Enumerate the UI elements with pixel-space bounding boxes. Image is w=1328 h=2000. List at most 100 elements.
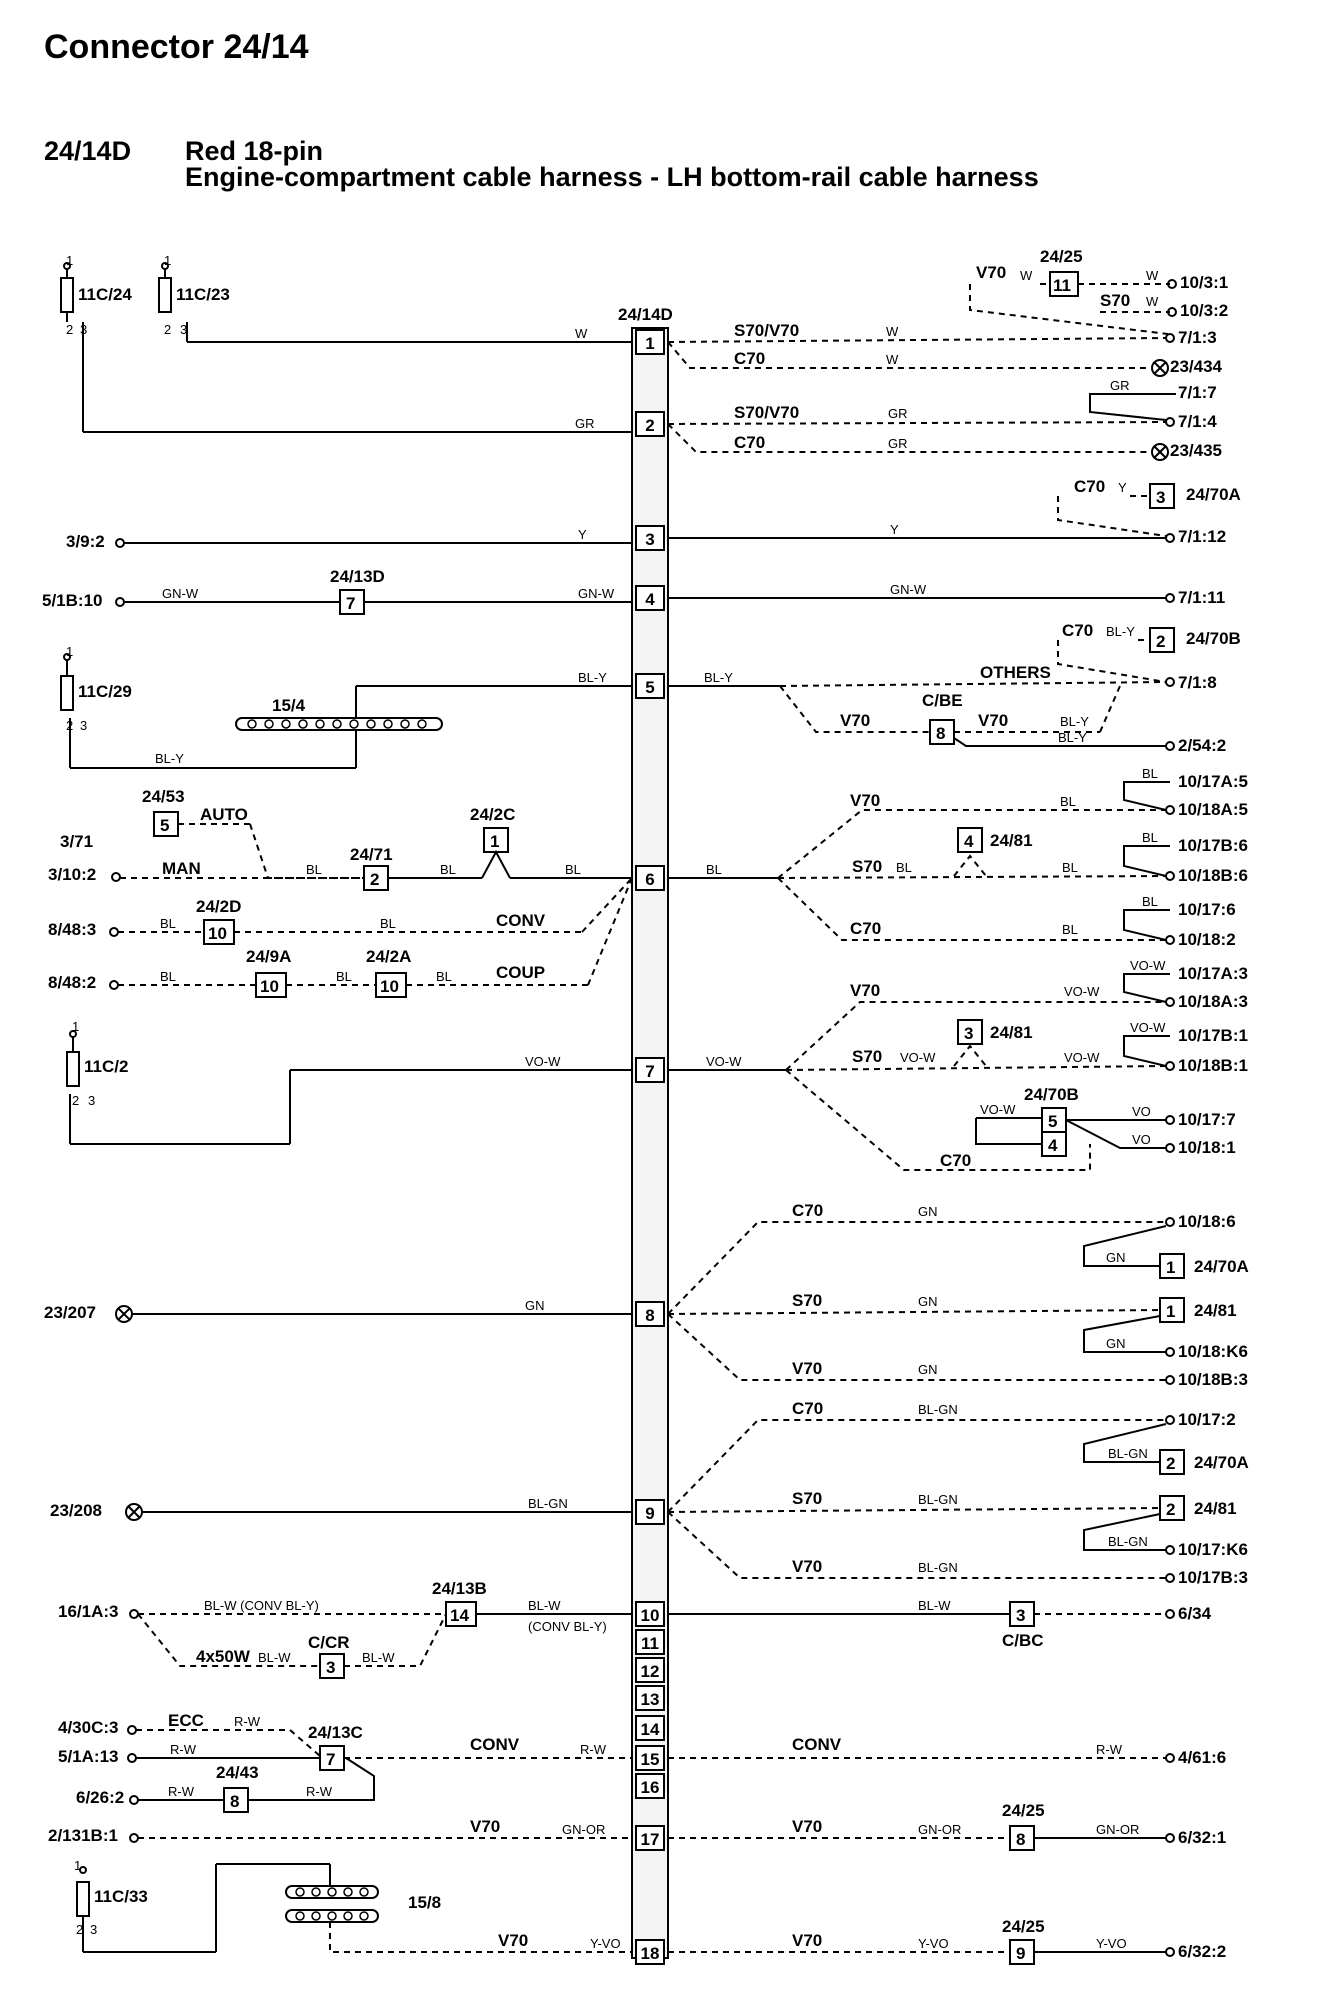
svg-text:R-W: R-W: [1096, 1742, 1123, 1757]
connector-pin-number: 9: [645, 1504, 654, 1523]
svg-text:V70: V70: [792, 1557, 822, 1576]
splice-node: [327, 1911, 337, 1921]
svg-text:24/2A: 24/2A: [366, 947, 411, 966]
svg-text:1: 1: [1166, 1302, 1175, 1321]
svg-text:2/54:2: 2/54:2: [1178, 736, 1226, 755]
svg-text:V70: V70: [850, 981, 880, 1000]
svg-text:24/70A: 24/70A: [1194, 1257, 1249, 1276]
splice-node: [359, 1887, 369, 1897]
svg-text:6/32:1: 6/32:1: [1178, 1828, 1226, 1847]
svg-text:BL-Y: BL-Y: [1060, 714, 1089, 729]
svg-text:1: 1: [164, 253, 171, 268]
svg-text:BL: BL: [1142, 830, 1158, 845]
svg-text:GR: GR: [575, 416, 595, 431]
svg-text:AUTO: AUTO: [200, 805, 248, 824]
connector-pin-number: 14: [641, 1720, 660, 1739]
svg-text:23/435: 23/435: [1170, 441, 1222, 460]
connector-pin-box: [635, 525, 665, 551]
splice-node: [332, 719, 342, 729]
svg-text:10/18:6: 10/18:6: [1178, 1212, 1236, 1231]
svg-text:10: 10: [208, 924, 227, 943]
splice-node: [295, 1887, 305, 1897]
svg-text:V70: V70: [840, 711, 870, 730]
connector-code: 24/14D: [44, 136, 131, 166]
svg-text:V70: V70: [792, 1931, 822, 1950]
svg-text:2/131B:1: 2/131B:1: [48, 1826, 118, 1845]
svg-text:3: 3: [1016, 1606, 1025, 1625]
svg-text:10/18:2: 10/18:2: [1178, 930, 1236, 949]
svg-text:10/18A:3: 10/18A:3: [1178, 992, 1248, 1011]
svg-text:2: 2: [76, 1922, 83, 1937]
svg-text:3/9:2: 3/9:2: [66, 532, 105, 551]
svg-text:10/18:K6: 10/18:K6: [1178, 1342, 1248, 1361]
splice-node: [383, 719, 393, 729]
svg-text:W: W: [1146, 294, 1159, 309]
svg-text:10/18B:1: 10/18B:1: [1178, 1056, 1248, 1075]
svg-text:BL-Y: BL-Y: [578, 670, 607, 685]
svg-text:C70: C70: [850, 919, 881, 938]
svg-text:C70: C70: [734, 349, 765, 368]
connector-pin-box: [635, 1745, 665, 1771]
svg-text:2: 2: [1166, 1454, 1175, 1473]
svg-text:VO-W: VO-W: [1064, 984, 1100, 999]
svg-text:10/17B:1: 10/17B:1: [1178, 1026, 1248, 1045]
connector-pin-box: [635, 1601, 665, 1627]
svg-text:24/70A: 24/70A: [1194, 1453, 1249, 1472]
svg-text:10/18A:5: 10/18A:5: [1178, 800, 1248, 819]
svg-text:BL-GN: BL-GN: [918, 1492, 958, 1507]
svg-text:4: 4: [1048, 1136, 1058, 1155]
svg-text:10/3:1: 10/3:1: [1180, 273, 1228, 292]
svg-text:24/25: 24/25: [1002, 1917, 1045, 1936]
svg-text:VO-W: VO-W: [1064, 1050, 1100, 1065]
connector-body: [631, 327, 669, 1959]
svg-text:1: 1: [66, 644, 73, 659]
svg-text:Y-VO: Y-VO: [1096, 1936, 1127, 1951]
connector-pin-number: 5: [645, 678, 654, 697]
svg-text:24/71: 24/71: [350, 845, 393, 864]
connector-pin-box: [635, 673, 665, 699]
svg-text:1: 1: [490, 832, 499, 851]
svg-text:24/53: 24/53: [142, 787, 185, 806]
svg-text:24/70B: 24/70B: [1024, 1085, 1079, 1104]
svg-text:11C/33: 11C/33: [94, 1887, 148, 1906]
splice-node: [366, 719, 376, 729]
svg-text:BL-Y: BL-Y: [704, 670, 733, 685]
splice-15-4-dots: [247, 719, 427, 729]
splice-node: [298, 719, 308, 729]
svg-text:BL: BL: [160, 916, 176, 931]
svg-text:S70: S70: [852, 1047, 882, 1066]
connector-pin-number: 4: [645, 590, 655, 609]
svg-text:S70/V70: S70/V70: [734, 403, 799, 422]
svg-text:V70: V70: [470, 1817, 500, 1836]
svg-text:VO-W: VO-W: [1130, 1020, 1166, 1035]
svg-text:10/3:2: 10/3:2: [1180, 301, 1228, 320]
svg-text:V70: V70: [792, 1359, 822, 1378]
svg-text:1: 1: [74, 1858, 81, 1873]
svg-text:C70: C70: [792, 1201, 823, 1220]
svg-text:23/434: 23/434: [1170, 357, 1223, 376]
connector-pin-box: [635, 1629, 665, 1655]
svg-text:2: 2: [1156, 632, 1165, 651]
connector-pin-number: 7: [645, 1062, 654, 1081]
svg-text:BL-W (CONV BL-Y): BL-W (CONV BL-Y): [204, 1598, 319, 1613]
svg-text:BL-Y: BL-Y: [1106, 624, 1135, 639]
fuse-11c29: 1 11C/29 2 3: [60, 644, 356, 769]
svg-text:COUP: COUP: [496, 963, 545, 982]
svg-text:11: 11: [1053, 276, 1071, 295]
svg-text:5: 5: [1048, 1112, 1057, 1131]
svg-text:CONV: CONV: [470, 1735, 520, 1754]
svg-text:24/70A: 24/70A: [1186, 485, 1241, 504]
svg-text:8: 8: [936, 724, 945, 743]
svg-text:VO: VO: [1132, 1132, 1151, 1147]
svg-text:S70: S70: [792, 1291, 822, 1310]
connector-pin-number: 10: [641, 1606, 660, 1625]
svg-text:24/2D: 24/2D: [196, 897, 241, 916]
svg-text:16/1A:3: 16/1A:3: [58, 1602, 118, 1621]
splice-node: [264, 719, 274, 729]
page-title: Connector 24/14: [44, 28, 309, 66]
connector-label: 24/14D: [618, 305, 673, 324]
svg-text:R-W: R-W: [580, 1742, 607, 1757]
connector-pin-number: 3: [645, 530, 654, 549]
fuse-11c2: 1 11C/2 2 3: [66, 1019, 632, 1145]
svg-text:7/1:3: 7/1:3: [1178, 328, 1217, 347]
